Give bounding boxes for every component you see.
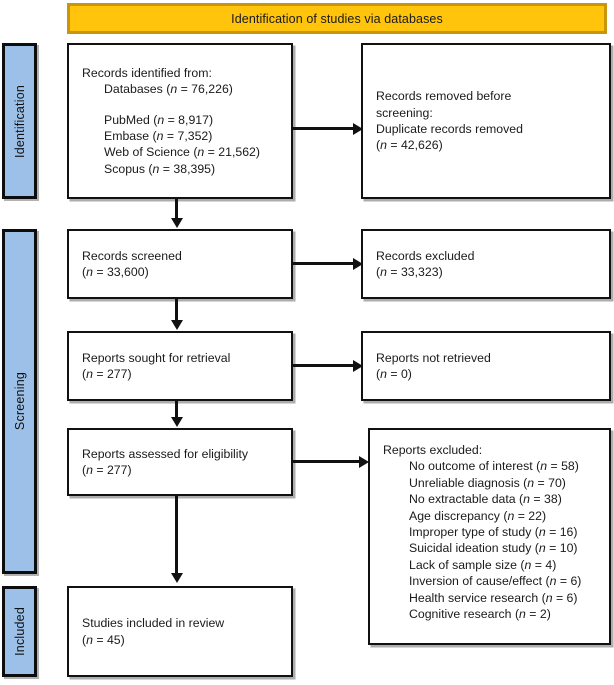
box-reports-excluded: Reports excluded: No outcome of interest… [368, 428, 611, 645]
box-records-identified: Records identified from: Databases (n = … [67, 43, 293, 199]
box-reports-sought: Reports sought for retrieval (n = 277) [67, 331, 293, 401]
arrowhead-sought-to-not-retrieved [353, 359, 363, 372]
connector-screened-to-sought [175, 299, 178, 321]
arrowhead-assessed-to-included [170, 573, 183, 583]
box-records-excluded: Records excluded (n = 33,323) [361, 229, 611, 299]
phase-bar-screening: Screening [2, 229, 37, 574]
exclusion-reason: Unreliable diagnosis (n = 70) [409, 475, 566, 490]
phase-bar-included: Included [2, 586, 37, 677]
reports-not-retrieved-label: Reports not retrieved [376, 350, 491, 365]
source-embase: Embase (n = 7,352) [104, 129, 213, 143]
reports-assessed-label: Reports assessed for eligibility [82, 446, 249, 461]
arrowhead-screened-to-sought [170, 320, 183, 330]
arrowhead-identified-to-screened [170, 218, 183, 228]
source-web-of-science: Web of Science (n = 21,562) [104, 145, 260, 160]
connector-identified-to-removed [293, 127, 355, 130]
phase-label-identification: Identification [12, 84, 27, 158]
exclusion-reason: Health service research (n = 6) [409, 590, 578, 605]
records-removed-line3: Duplicate records removed [376, 122, 523, 136]
records-removed-count: (n = 42,626) [376, 138, 443, 153]
connector-assessed-to-included [175, 496, 178, 575]
box-reports-assessed: Reports assessed for eligibility (n = 27… [67, 428, 293, 496]
records-identified-databases: Databases (n = 76,226) [104, 82, 233, 97]
box-reports-not-retrieved: Reports not retrieved (n = 0) [361, 331, 611, 401]
source-scopus: Scopus (n = 38,395) [104, 161, 216, 176]
exclusion-reason: Age discrepancy (n = 22) [409, 508, 547, 523]
records-excluded-label: Records excluded [376, 248, 475, 263]
reports-excluded-heading: Reports excluded: [383, 443, 483, 457]
phase-label-included: Included [12, 607, 27, 656]
identification-banner: Identification of studies via databases [67, 3, 607, 34]
banner-title: Identification of studies via databases [231, 11, 443, 26]
box-records-screened: Records screened (n = 33,600) [67, 229, 293, 299]
phase-bar-identification: Identification [2, 43, 37, 199]
connector-sought-to-assessed [175, 401, 178, 418]
arrowhead-sought-to-assessed [170, 417, 183, 427]
exclusion-reason: Improper type of study (n = 16) [409, 525, 578, 540]
studies-included-label: Studies included in review [82, 616, 225, 631]
exclusion-reason: Cognitive research (n = 2) [409, 607, 551, 622]
box-records-removed: Records removed before screening: Duplic… [361, 43, 611, 199]
reports-sought-label: Reports sought for retrieval [82, 350, 231, 365]
records-identified-heading: Records identified from: [82, 65, 212, 80]
exclusion-reason: Suicidal ideation study (n = 10) [409, 541, 578, 556]
connector-assessed-to-excluded [293, 460, 361, 463]
exclusion-reason: No outcome of interest (n = 58) [409, 459, 579, 474]
records-removed-line1: Records removed before [376, 89, 512, 104]
exclusion-reason: No extractable data (n = 38) [409, 492, 562, 507]
records-screened-label: Records screened [82, 248, 182, 263]
connector-identified-to-screened [175, 199, 178, 220]
studies-included-count: (n = 45) [82, 632, 125, 647]
reports-assessed-count: (n = 277) [82, 463, 132, 477]
exclusion-reason: Lack of sample size (n = 4) [409, 557, 557, 572]
records-removed-line2: screening: [376, 105, 433, 120]
arrowhead-screened-to-excluded [353, 257, 363, 270]
reports-sought-count: (n = 277) [82, 367, 132, 381]
records-screened-count: (n = 33,600) [82, 265, 149, 279]
connector-screened-to-excluded [293, 262, 355, 265]
records-excluded-count: (n = 33,323) [376, 265, 443, 279]
box-studies-included: Studies included in review (n = 45) [67, 586, 293, 677]
arrowhead-assessed-to-excluded [359, 455, 369, 468]
reports-not-retrieved-count: (n = 0) [376, 367, 412, 381]
source-pubmed: PubMed (n = 8,917) [104, 112, 214, 127]
connector-sought-to-not-retrieved [293, 364, 355, 367]
exclusion-reason: Inversion of cause/effect (n = 6) [409, 574, 582, 589]
phase-label-screening: Screening [12, 372, 27, 431]
arrowhead-identified-to-removed [353, 122, 363, 135]
